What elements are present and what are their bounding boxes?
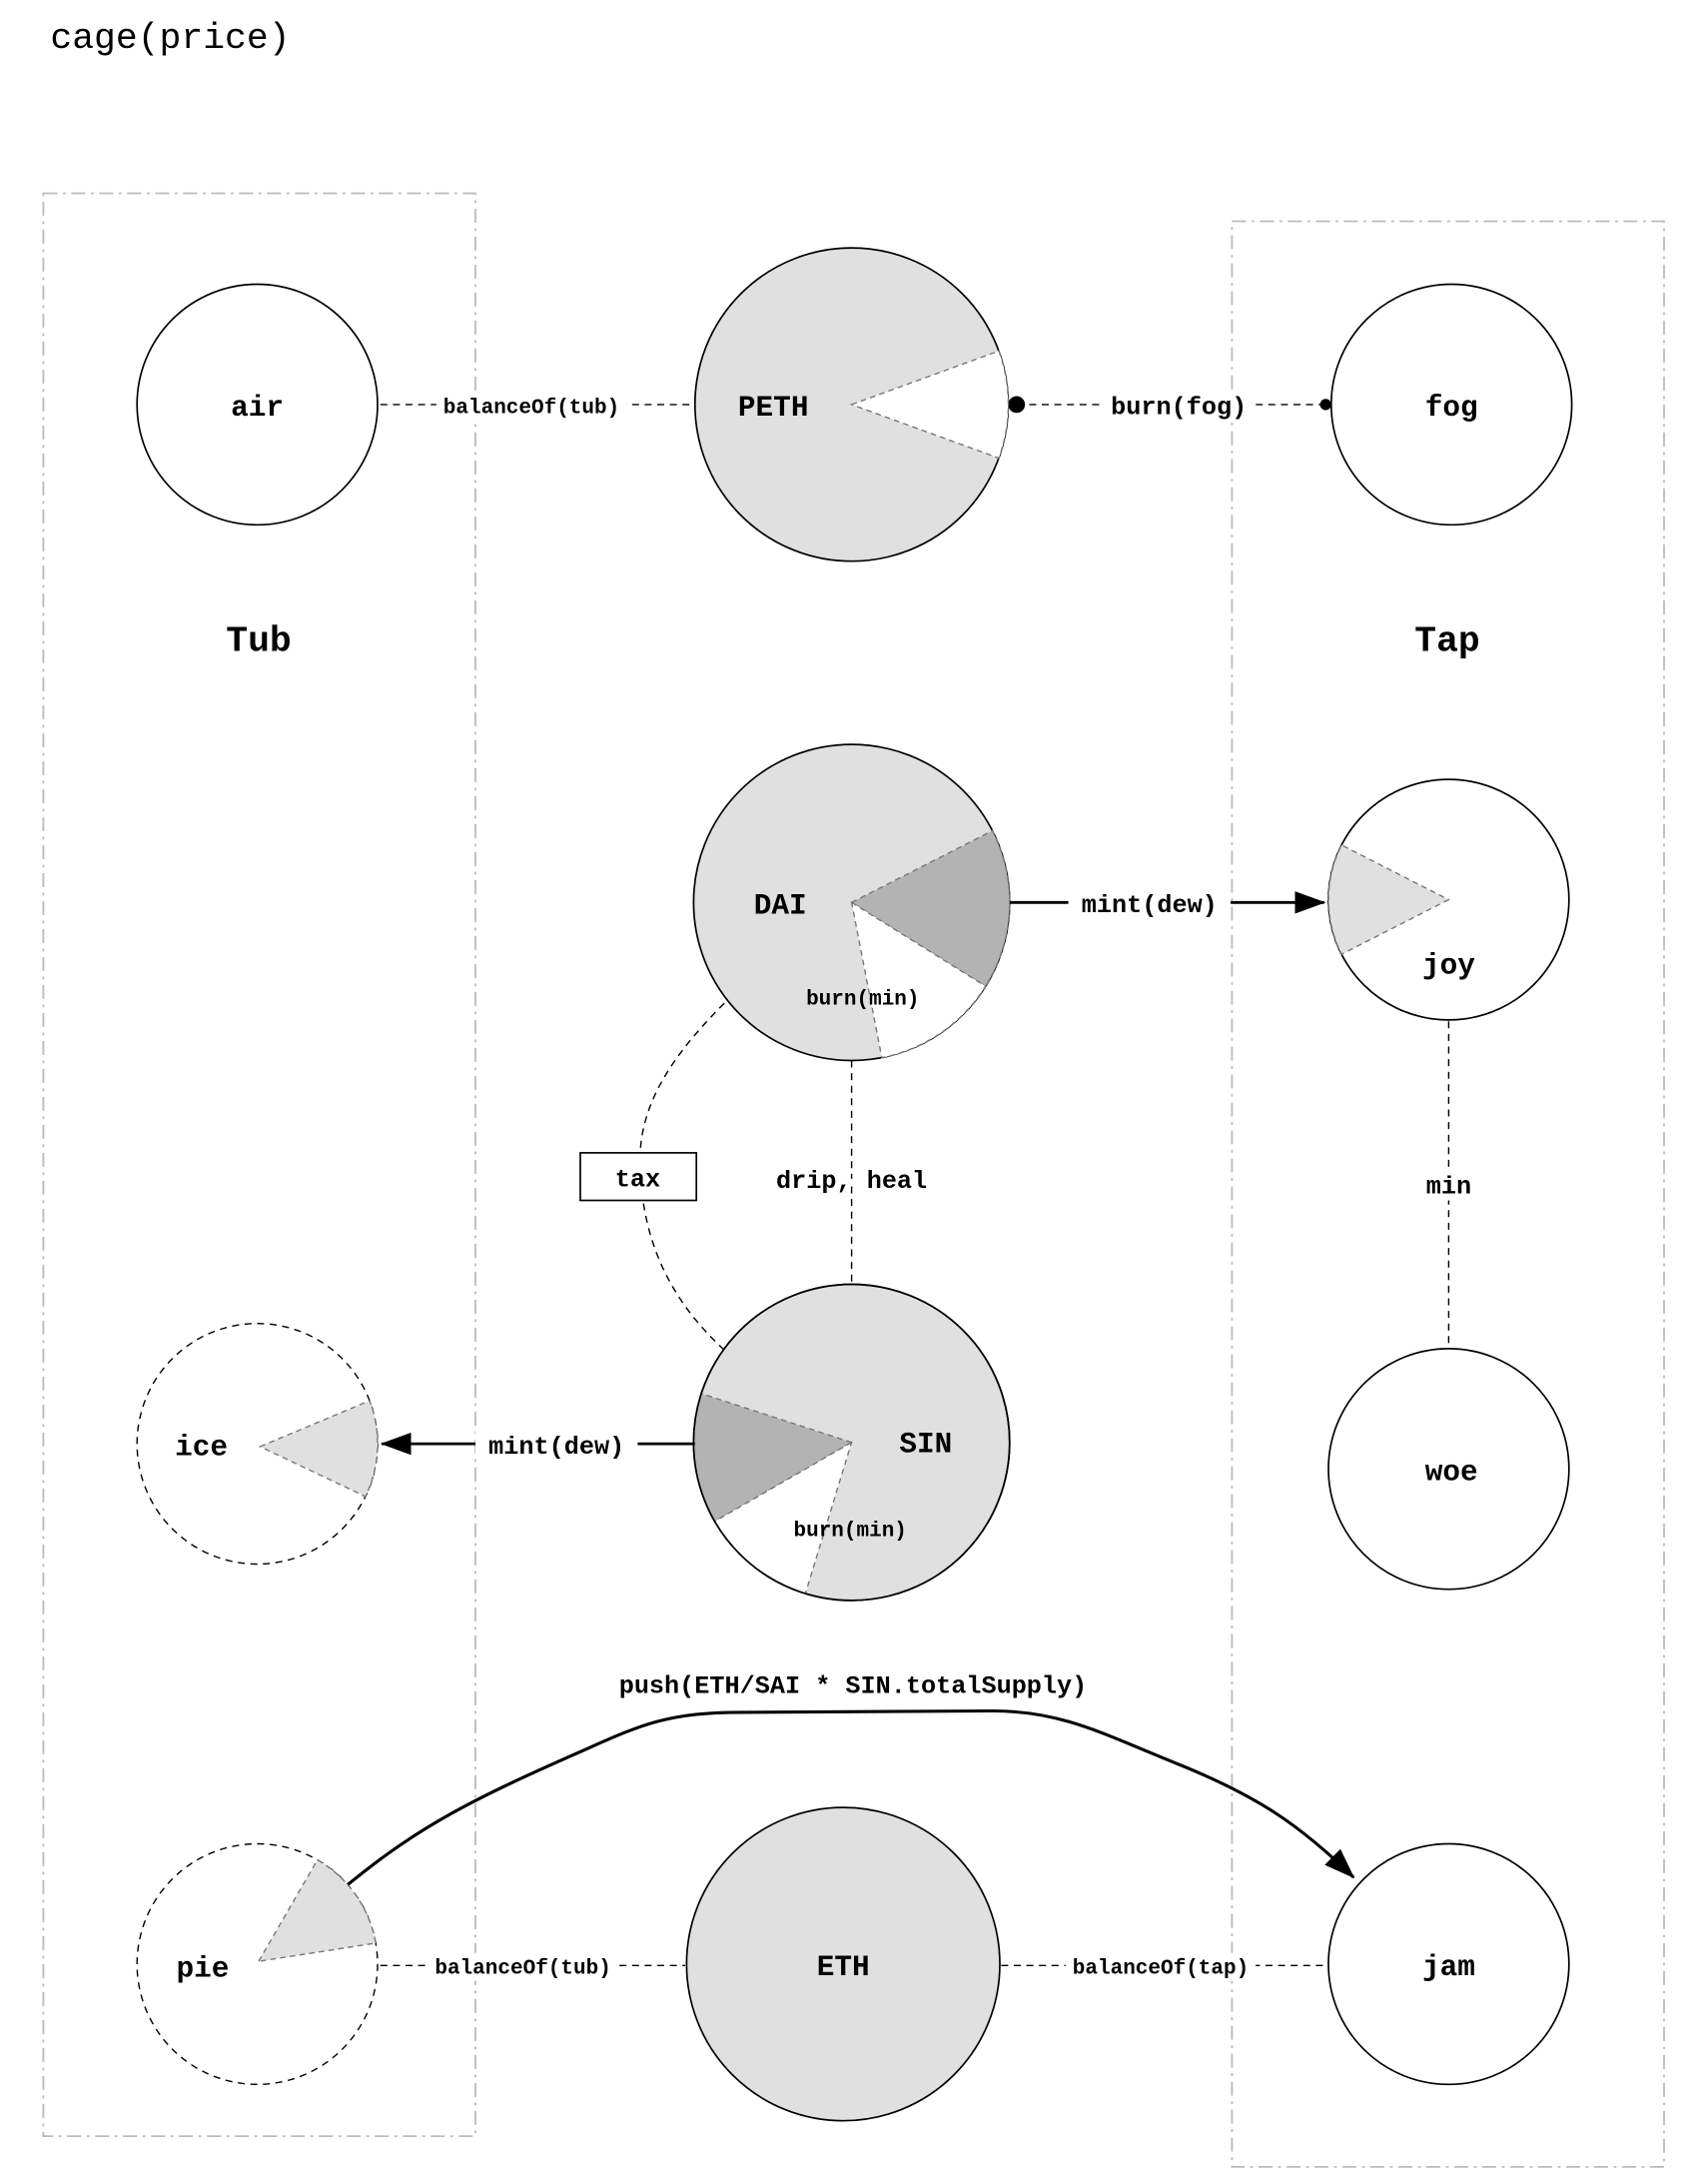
dai-burn-label: burn(min) [806, 989, 919, 1012]
node-pie-label: pie [177, 1953, 230, 1986]
node-joy-label: joy [1422, 950, 1475, 983]
node-sin-label: SIN [899, 1429, 952, 1462]
tax-label: tax [615, 1166, 660, 1195]
node-air[interactable] [136, 283, 379, 527]
edge-air-peth-label: balanceOf(tub) [443, 397, 619, 420]
node-jam[interactable] [1327, 1842, 1570, 2086]
node-air-label: air [231, 392, 284, 425]
edge-eth-jam-label: balanceOf(tap) [1073, 1958, 1249, 1981]
tap-group-box [1231, 220, 1665, 2168]
tub-label: Tub [226, 620, 292, 661]
node-fog-label: fog [1425, 392, 1478, 425]
edge-sin-ice-label: mint(dew) [488, 1433, 624, 1462]
edge-pie-eth-label: balanceOf(tub) [434, 1958, 610, 1981]
node-eth-label: ETH [817, 1951, 870, 1984]
dot-endpoint [1319, 399, 1331, 411]
ice-wedge [258, 1400, 379, 1498]
node-dai-label: DAI [754, 890, 807, 923]
node-woe[interactable] [1327, 1348, 1570, 1591]
edge-push [347, 1708, 1355, 1886]
node-jam-label: jam [1422, 1951, 1475, 1984]
edge-tax [639, 1002, 725, 1351]
edge-dai-joy-label: mint(dew) [1082, 891, 1218, 920]
node-peth-label: PETH [738, 392, 809, 425]
dai-mint-wedge [850, 829, 1011, 988]
tub-group-box [42, 192, 476, 2138]
node-fog[interactable] [1329, 283, 1573, 527]
dai-burn-wedge [850, 900, 987, 1059]
node-ice-label: ice [175, 1431, 228, 1464]
tap-label: Tap [1414, 620, 1480, 661]
edge-dai-sin-label: drip, heal [776, 1167, 927, 1196]
page-title: cage(price) [50, 18, 290, 59]
peth-burn-wedge [849, 350, 1010, 460]
edge-push-label: push(ETH/SAI * SIN.totalSupply) [619, 1671, 1088, 1700]
pie-wedge [257, 1858, 377, 1963]
node-pie[interactable] [136, 1842, 379, 2085]
dot-endpoint [1008, 396, 1026, 414]
node-eth[interactable] [685, 1806, 1001, 2122]
sin-burn-label: burn(min) [793, 1521, 906, 1544]
joy-wedge [1327, 843, 1450, 956]
node-woe-label: woe [1425, 1457, 1478, 1490]
edge-peth-fog-label: burn(fog) [1111, 394, 1247, 423]
edge-joy-woe-label: min [1426, 1173, 1471, 1202]
tax-box [579, 1152, 698, 1202]
